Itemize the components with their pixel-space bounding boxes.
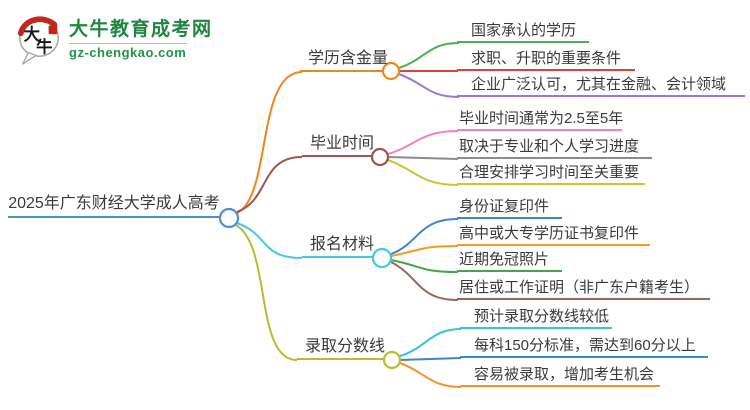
leaf-id-copy[interactable]: 身份证复印件 — [457, 197, 562, 219]
logo-char-niu: 牛 — [36, 37, 52, 56]
root-topic[interactable]: 2025年广东财经大学成人高考 — [8, 192, 220, 218]
branch3-node-circle[interactable] — [371, 247, 393, 269]
branch-application-materials[interactable]: 报名材料 — [302, 234, 374, 258]
leaf-state-recognized[interactable]: 国家承认的学历 — [457, 21, 589, 43]
link-root-branch4 — [235, 224, 298, 361]
logo-divider — [69, 43, 187, 44]
link-root-branch2 — [236, 156, 303, 213]
link-b2-c1 — [387, 130, 459, 155]
link-b2-c2 — [387, 156, 459, 160]
link-b3-c1 — [390, 218, 459, 255]
link-b1-c1 — [398, 42, 460, 69]
leaf-low-score-line[interactable]: 预计录取分数线较低 — [460, 307, 612, 329]
site-logo[interactable]: 大 牛 大牛教育成考网 gz-chengkao.com — [14, 12, 213, 66]
site-domain-url: gz-chengkao.com — [69, 45, 187, 60]
link-b3-c4 — [390, 261, 459, 301]
branch-graduation-time[interactable]: 毕业时间 — [302, 133, 374, 157]
link-root-branch3 — [236, 222, 303, 259]
logo-char-da: 大 — [24, 25, 41, 44]
leaf-depends-on-major[interactable]: 取决于专业和个人学习进度 — [457, 137, 652, 159]
leaf-diploma-copy[interactable]: 高中或大专学历证书复印件 — [457, 224, 650, 246]
leaf-duration-years[interactable]: 毕业时间通常为2.5至5年 — [457, 109, 623, 131]
link-b1-c3 — [398, 73, 460, 98]
branch-admission-score[interactable]: 录取分数线 — [297, 336, 385, 360]
link-b4-c2 — [399, 357, 462, 361]
leaf-residence-proof[interactable]: 居住或工作证明（非广东户籍考生） — [457, 278, 710, 300]
link-b4-c3 — [399, 362, 462, 388]
branch4-node-circle[interactable] — [382, 350, 402, 370]
leaf-photo[interactable]: 近期免冠照片 — [457, 250, 562, 272]
root-node-circle[interactable] — [218, 207, 240, 229]
link-b3-c2 — [390, 245, 459, 257]
leaf-easy-admission[interactable]: 容易被录取，增加考生机会 — [460, 365, 660, 387]
link-root-branch1 — [236, 71, 303, 214]
site-name: 大牛教育成考网 — [69, 19, 213, 40]
link-b3-c3 — [390, 259, 459, 273]
leaf-plan-study-time[interactable]: 合理安排学习时间至关重要 — [457, 163, 645, 185]
leaf-enterprise-recognition[interactable]: 企业广泛认可，尤其在金融、会计领域 — [457, 75, 745, 97]
leaf-job-promotion[interactable]: 求职、升职的重要条件 — [457, 49, 635, 71]
branch2-node-circle[interactable] — [370, 147, 390, 167]
daniu-mascot-icon: 大 牛 — [17, 16, 59, 65]
branch-degree-value[interactable]: 学历含金量 — [300, 48, 388, 72]
link-b4-c1 — [399, 328, 462, 357]
leaf-score-standard[interactable]: 每科150分标准，需达到60分以上 — [460, 336, 708, 358]
link-b2-c3 — [387, 159, 459, 186]
